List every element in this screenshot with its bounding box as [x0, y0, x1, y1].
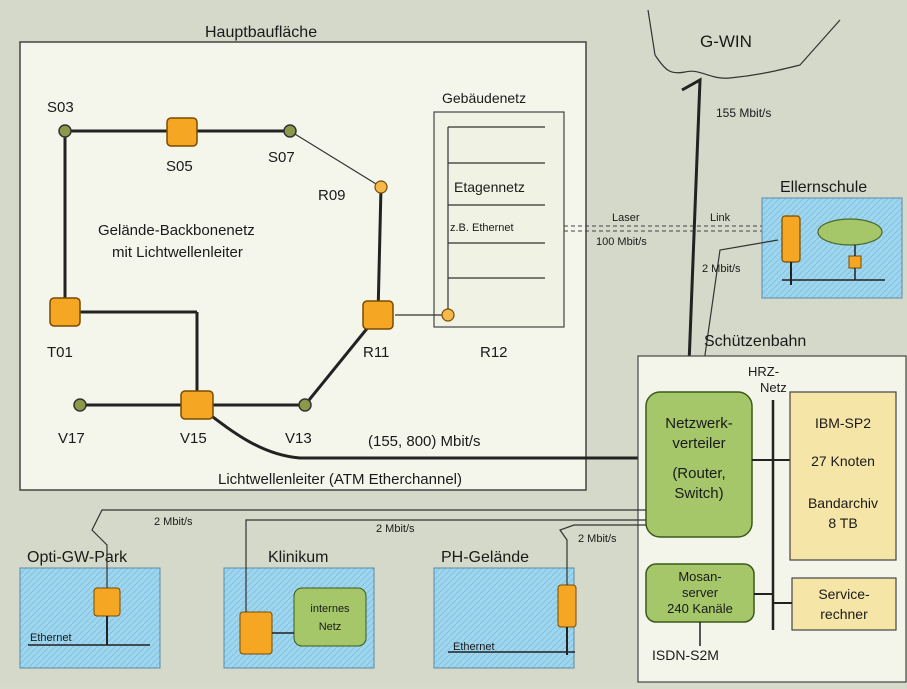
label-r12: R12 — [480, 344, 508, 361]
ibm-line2: 27 Knoten — [811, 453, 875, 469]
node-s07[interactable] — [283, 124, 297, 138]
service-rechner[interactable] — [791, 577, 897, 631]
building-network-box — [433, 111, 565, 328]
netzwerk-line4: Switch) — [674, 485, 723, 502]
node-r12[interactable] — [441, 308, 455, 322]
gwin-speed-label: 155 Mbit/s — [716, 106, 771, 120]
mosan-line3: 240 Kanäle — [667, 601, 733, 616]
klinikum-router — [239, 611, 273, 655]
ellern-speed-label: 2 Mbit/s — [702, 263, 741, 275]
ibm-line3: Bandarchiv — [808, 495, 878, 511]
schuetzen-label: Schützenbahn — [704, 333, 806, 350]
label-r11: R11 — [363, 344, 389, 361]
ph-ethernet-label: Ethernet — [453, 641, 495, 653]
node-t01[interactable] — [49, 297, 81, 327]
service-line2: rechner — [820, 606, 868, 622]
ellern-host — [848, 255, 862, 269]
ph-label: PH-Gelände — [441, 549, 529, 566]
backbone-speed-label: (155, 800) Mbit/s — [368, 433, 481, 450]
label-t01: T01 — [47, 344, 73, 361]
ibm-sp2-box[interactable] — [789, 391, 897, 561]
node-v13[interactable] — [298, 398, 312, 412]
opti-panel — [19, 567, 161, 669]
backbone-title-line2: mit Lichtwellenleiter — [112, 244, 243, 261]
opti-uplink — [91, 509, 646, 588]
gwin-edge — [647, 9, 656, 56]
klinikum-uplink — [245, 519, 646, 612]
ph-panel — [433, 567, 575, 669]
label-v15: V15 — [180, 430, 207, 447]
ibm-line4: 8 TB — [828, 515, 857, 531]
s07-r09-link — [289, 130, 382, 188]
service-line1: Service- — [818, 586, 870, 602]
ethernet-example-label: z.B. Ethernet — [450, 222, 514, 234]
backbone-title-line1: Gelände-Backbonenetz — [98, 222, 255, 239]
node-s05[interactable] — [166, 117, 198, 147]
label-s05: S05 — [166, 158, 193, 175]
ellern-network — [817, 218, 883, 246]
hrz-label-line1: HRZ- — [748, 364, 779, 379]
opti-router — [93, 587, 121, 617]
ph-speed-label: 2 Mbit/s — [578, 533, 617, 545]
node-labels: S03 S05 S07 R09 T01 R11 R12 V17 V15 V13 — [47, 99, 508, 447]
gwin-outline — [654, 19, 841, 79]
ellern-uplink — [699, 239, 779, 391]
netzwerk-line2: verteiler — [672, 435, 725, 452]
ph-uplink — [559, 524, 646, 585]
ibm-line1: IBM-SP2 — [815, 415, 871, 431]
opti-ethernet-label: Ethernet — [30, 632, 72, 644]
node-s03[interactable] — [58, 124, 72, 138]
ph-router — [557, 584, 577, 628]
node-v17[interactable] — [73, 398, 87, 412]
opti-label: Opti-GW-Park — [27, 549, 128, 566]
gwin-label: G-WIN — [700, 32, 752, 51]
laser-link — [564, 225, 778, 232]
label-s07: S07 — [268, 149, 295, 166]
klinikum-speed-label: 2 Mbit/s — [376, 523, 415, 535]
internes-line2: Netz — [319, 621, 342, 633]
label-r09: R09 — [318, 187, 346, 204]
netzwerk-line3: (Router, — [672, 465, 725, 482]
node-v15[interactable] — [180, 390, 214, 420]
floor-net-label: Etagennetz — [454, 179, 525, 195]
klinikum-label: Klinikum — [268, 549, 328, 566]
node-r09[interactable] — [374, 180, 388, 194]
netzwerk-verteiler[interactable] — [645, 391, 753, 538]
ellern-router — [781, 215, 801, 263]
label-v17: V17 — [58, 430, 85, 447]
link-label: Link — [710, 212, 731, 224]
hrz-label-line2: Netz — [760, 380, 787, 395]
netzwerk-line1: Netzwerk- — [665, 415, 733, 432]
laser-speed-label: 100 Mbit/s — [596, 236, 647, 248]
isdn-label: ISDN-S2M — [652, 647, 719, 663]
ellern-label: Ellernschule — [780, 179, 867, 196]
main-area-label: Hauptbaufläche — [205, 24, 317, 41]
klinikum-internal-net — [293, 587, 367, 647]
floor-lines — [447, 126, 545, 313]
internes-line1: internes — [310, 603, 350, 615]
node-r11[interactable] — [362, 300, 394, 330]
mosan-line1: Mosan- — [678, 569, 721, 584]
label-v13: V13 — [285, 430, 312, 447]
mosan-line2: server — [682, 585, 719, 600]
label-s03: S03 — [47, 99, 74, 116]
opti-speed-label: 2 Mbit/s — [154, 516, 193, 528]
laser-label: Laser — [612, 212, 640, 224]
building-title: Gebäudenetz — [442, 90, 526, 106]
fiber-label: Lichtwellenleiter (ATM Etherchannel) — [218, 471, 462, 488]
gwin-uplink — [681, 77, 702, 391]
backbone-nodes — [49, 117, 455, 420]
